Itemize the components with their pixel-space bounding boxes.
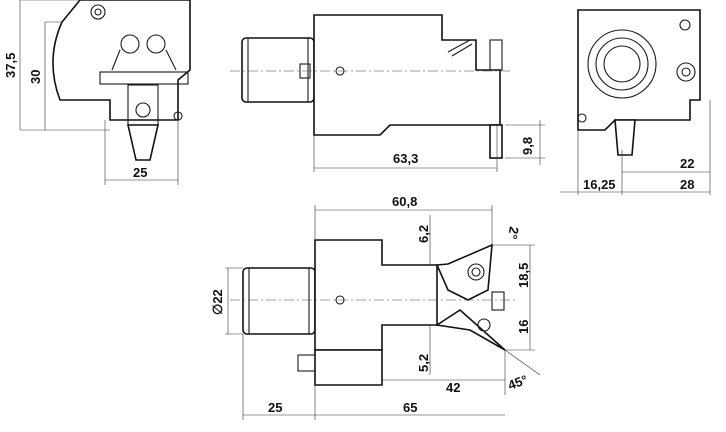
dim-offset: 9,8 — [520, 137, 535, 155]
dim-shank-length: 25 — [268, 400, 282, 415]
dim-left: 16,25 — [583, 177, 616, 192]
dim-length-total: 65 — [403, 400, 417, 415]
dim-width: 25 — [133, 165, 147, 180]
dim-angle-bottom: 45° — [506, 372, 530, 393]
side-view-right: 22 16,25 28 — [560, 9, 711, 195]
front-view-top: 63,3 9,8 — [230, 14, 545, 172]
dim-height-inner: 30 — [28, 70, 43, 84]
dim-diameter: ∅22 — [210, 289, 225, 315]
plan-view-bottom: 60,8 6,2 2° 18,5 16 5,2 42 45° 25 65 ∅22 — [210, 194, 541, 420]
dim-insert-lower: 16 — [516, 320, 531, 334]
dim-length-top: 60,8 — [392, 194, 417, 209]
dim-length: 63,3 — [393, 151, 418, 166]
dim-offset-bottom: 5,2 — [416, 354, 431, 372]
dim-height-outer: 37,5 — [3, 53, 18, 78]
dim-width-right: 28 — [680, 177, 694, 192]
dim-length-inner: 42 — [446, 380, 460, 395]
dim-angle-top: 2° — [505, 225, 522, 240]
dim-offset-right: 22 — [680, 156, 694, 171]
dim-insert-upper: 18,5 — [516, 263, 531, 288]
side-view-left: 37,5 30 25 — [3, 0, 191, 185]
dim-offset-top: 6,2 — [416, 225, 431, 243]
